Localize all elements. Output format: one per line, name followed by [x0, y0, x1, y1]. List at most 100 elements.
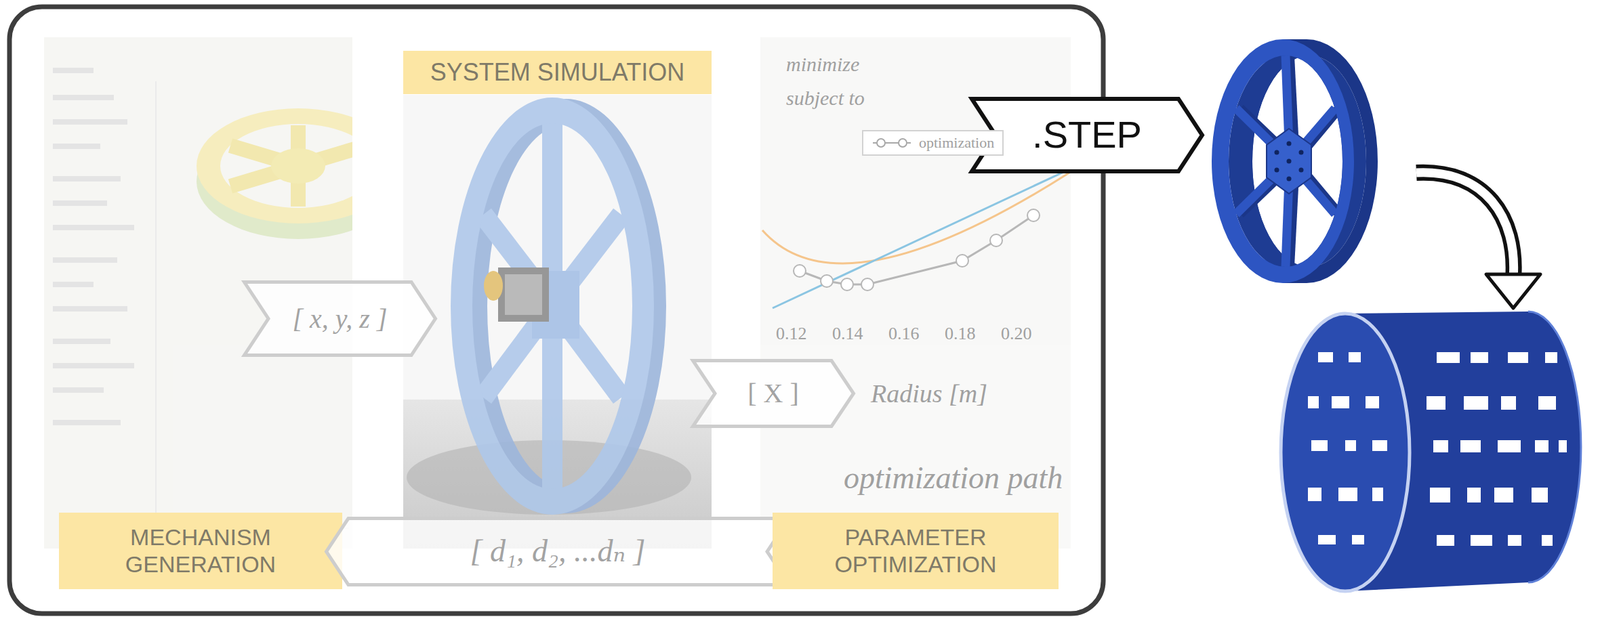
text-group: SYSTEM SIMULATION — [430, 58, 685, 87]
cylinder-hole-part — [1463, 396, 1489, 410]
code-screenshot-part — [52, 257, 118, 263]
code-screenshot-part — [52, 387, 104, 394]
stage-label: SYSTEM SIMULATION — [403, 50, 712, 95]
cylinder-hole-part — [1501, 396, 1516, 410]
axis-tick-label: 0.12 — [775, 323, 808, 345]
code-screenshot-part-part — [196, 108, 353, 224]
optimization-plot-part — [799, 215, 1034, 285]
data-flow-arrow: [ X ] — [691, 359, 856, 429]
wheel-render-part — [483, 271, 503, 301]
text-group: [ d₁, d₂, ...dₙ ] — [470, 534, 646, 570]
cylinder-hole-part — [1372, 440, 1388, 452]
cylinder-hole-part — [1351, 535, 1365, 545]
axis-tick-label: 0.14 — [832, 323, 864, 345]
stage-title: PARAMETER OPTIMIZATION — [817, 524, 1014, 578]
axis-tick-label: 0.18 — [944, 323, 976, 345]
pipeline-frame-part — [9, 6, 1104, 614]
exported-wheel-part — [1266, 128, 1312, 194]
chevron-outline — [693, 361, 854, 427]
text-group: [ x, y, z ] — [292, 303, 388, 335]
wheel-render-part — [450, 97, 654, 516]
optimization-plot-part — [772, 169, 1070, 309]
curved-arrow-part — [1486, 274, 1541, 309]
code-screenshot-part — [52, 67, 94, 74]
stage-label: MECHANISM GENERATION — [58, 513, 343, 590]
cylinder-hole-part — [1318, 535, 1336, 545]
optimization-plot-part — [990, 234, 1003, 247]
chevron-outline — [244, 282, 436, 356]
optimization-plot-part — [840, 278, 854, 291]
cylinder-hole-part — [1470, 352, 1489, 364]
cylinder-hole-part — [1348, 352, 1361, 363]
exported-wheel-part — [1211, 39, 1355, 284]
cylinder-hole-part — [1436, 535, 1455, 547]
cylinder-hole-part — [1534, 440, 1549, 453]
optimization-plot-part — [762, 172, 1070, 264]
cylinder-hole-part — [1372, 487, 1384, 502]
chevron-outline — [971, 98, 1203, 172]
cylinder-hole-part — [1558, 440, 1567, 453]
stage-title: SYSTEM SIMULATION — [430, 58, 685, 87]
cylinder-hole-part — [1318, 352, 1333, 363]
cylinder-hole-part — [1429, 487, 1451, 503]
cylinder-hole-part — [1436, 352, 1460, 364]
chevron-outline — [326, 519, 790, 586]
cylinder-hole-part — [1433, 440, 1449, 453]
code-screenshot-part — [52, 200, 108, 207]
wheel-render-part — [504, 274, 543, 316]
optimization-plot-part — [1027, 209, 1040, 222]
constraint-text: subject to — [786, 86, 865, 111]
label-band-fill — [403, 50, 712, 95]
label-band-fill — [58, 513, 343, 590]
code-screenshot-part — [52, 338, 111, 345]
optimization-plot-part — [820, 275, 833, 288]
data-flow-arrow: [ d₁, d₂, ...dₙ ] — [324, 517, 791, 587]
axis-tick-label: 0.20 — [1000, 323, 1033, 345]
file-format-arrow: .STEP — [969, 96, 1205, 174]
code-screenshot-part-part — [220, 124, 353, 209]
optimization-plot-part — [861, 278, 874, 291]
wheel-render-part — [498, 267, 549, 322]
exported-wheel-part — [1274, 168, 1280, 173]
legend-row: optimization — [871, 134, 995, 152]
exported-wheel-part — [1286, 141, 1292, 147]
perforated-cylinder-part — [1280, 311, 1582, 592]
exported-wheel-part — [1274, 150, 1280, 156]
perforated-cylinder — [1280, 311, 1582, 592]
text-group: .STEP — [1032, 113, 1142, 157]
perforated-cylinder-part — [1528, 311, 1582, 583]
pipeline-frame — [9, 6, 1104, 614]
arrow-text: [ d₁, d₂, ...dₙ ] — [470, 534, 646, 570]
simulation-photo — [403, 94, 712, 549]
wheel-render — [450, 97, 667, 516]
exported-wheel-part — [1299, 150, 1304, 156]
cylinder-hole-part — [1531, 487, 1548, 503]
cylinder-hole-part — [1311, 440, 1328, 452]
cylinder-hole-part — [1426, 396, 1446, 410]
cylinder-hole — [1307, 352, 1567, 547]
cylinder-hole-part — [1507, 352, 1529, 364]
curved-arrow — [1416, 172, 1541, 309]
exported-wheel-part — [1286, 159, 1292, 164]
code-screenshot-part — [52, 94, 114, 101]
optimization-plot-part — [956, 254, 969, 268]
arrow-text: [ X ] — [747, 378, 799, 410]
code-screenshot-part — [52, 281, 94, 288]
stage-title: MECHANISM GENERATION — [115, 524, 286, 578]
cylinder-hole-part — [1467, 487, 1481, 503]
arrow-text: [ x, y, z ] — [292, 303, 388, 335]
axis-tick-label: 0.16 — [888, 323, 920, 345]
curved-arrow-part — [1416, 172, 1514, 280]
cylinder-hole-part — [1497, 440, 1521, 453]
code-screenshot-part — [155, 81, 157, 529]
cylinder-hole-part — [1494, 487, 1514, 503]
curved-arrow-part — [1416, 172, 1514, 280]
legend-box: optimization — [862, 130, 1004, 156]
stage-label: PARAMETER OPTIMIZATION — [772, 513, 1059, 590]
simulation-photo-part — [403, 94, 712, 549]
plot-title: optimization path — [843, 460, 1063, 497]
code-screenshot-part — [52, 176, 121, 182]
code-screenshot-part — [52, 363, 135, 369]
code-screenshot-part — [52, 420, 121, 426]
